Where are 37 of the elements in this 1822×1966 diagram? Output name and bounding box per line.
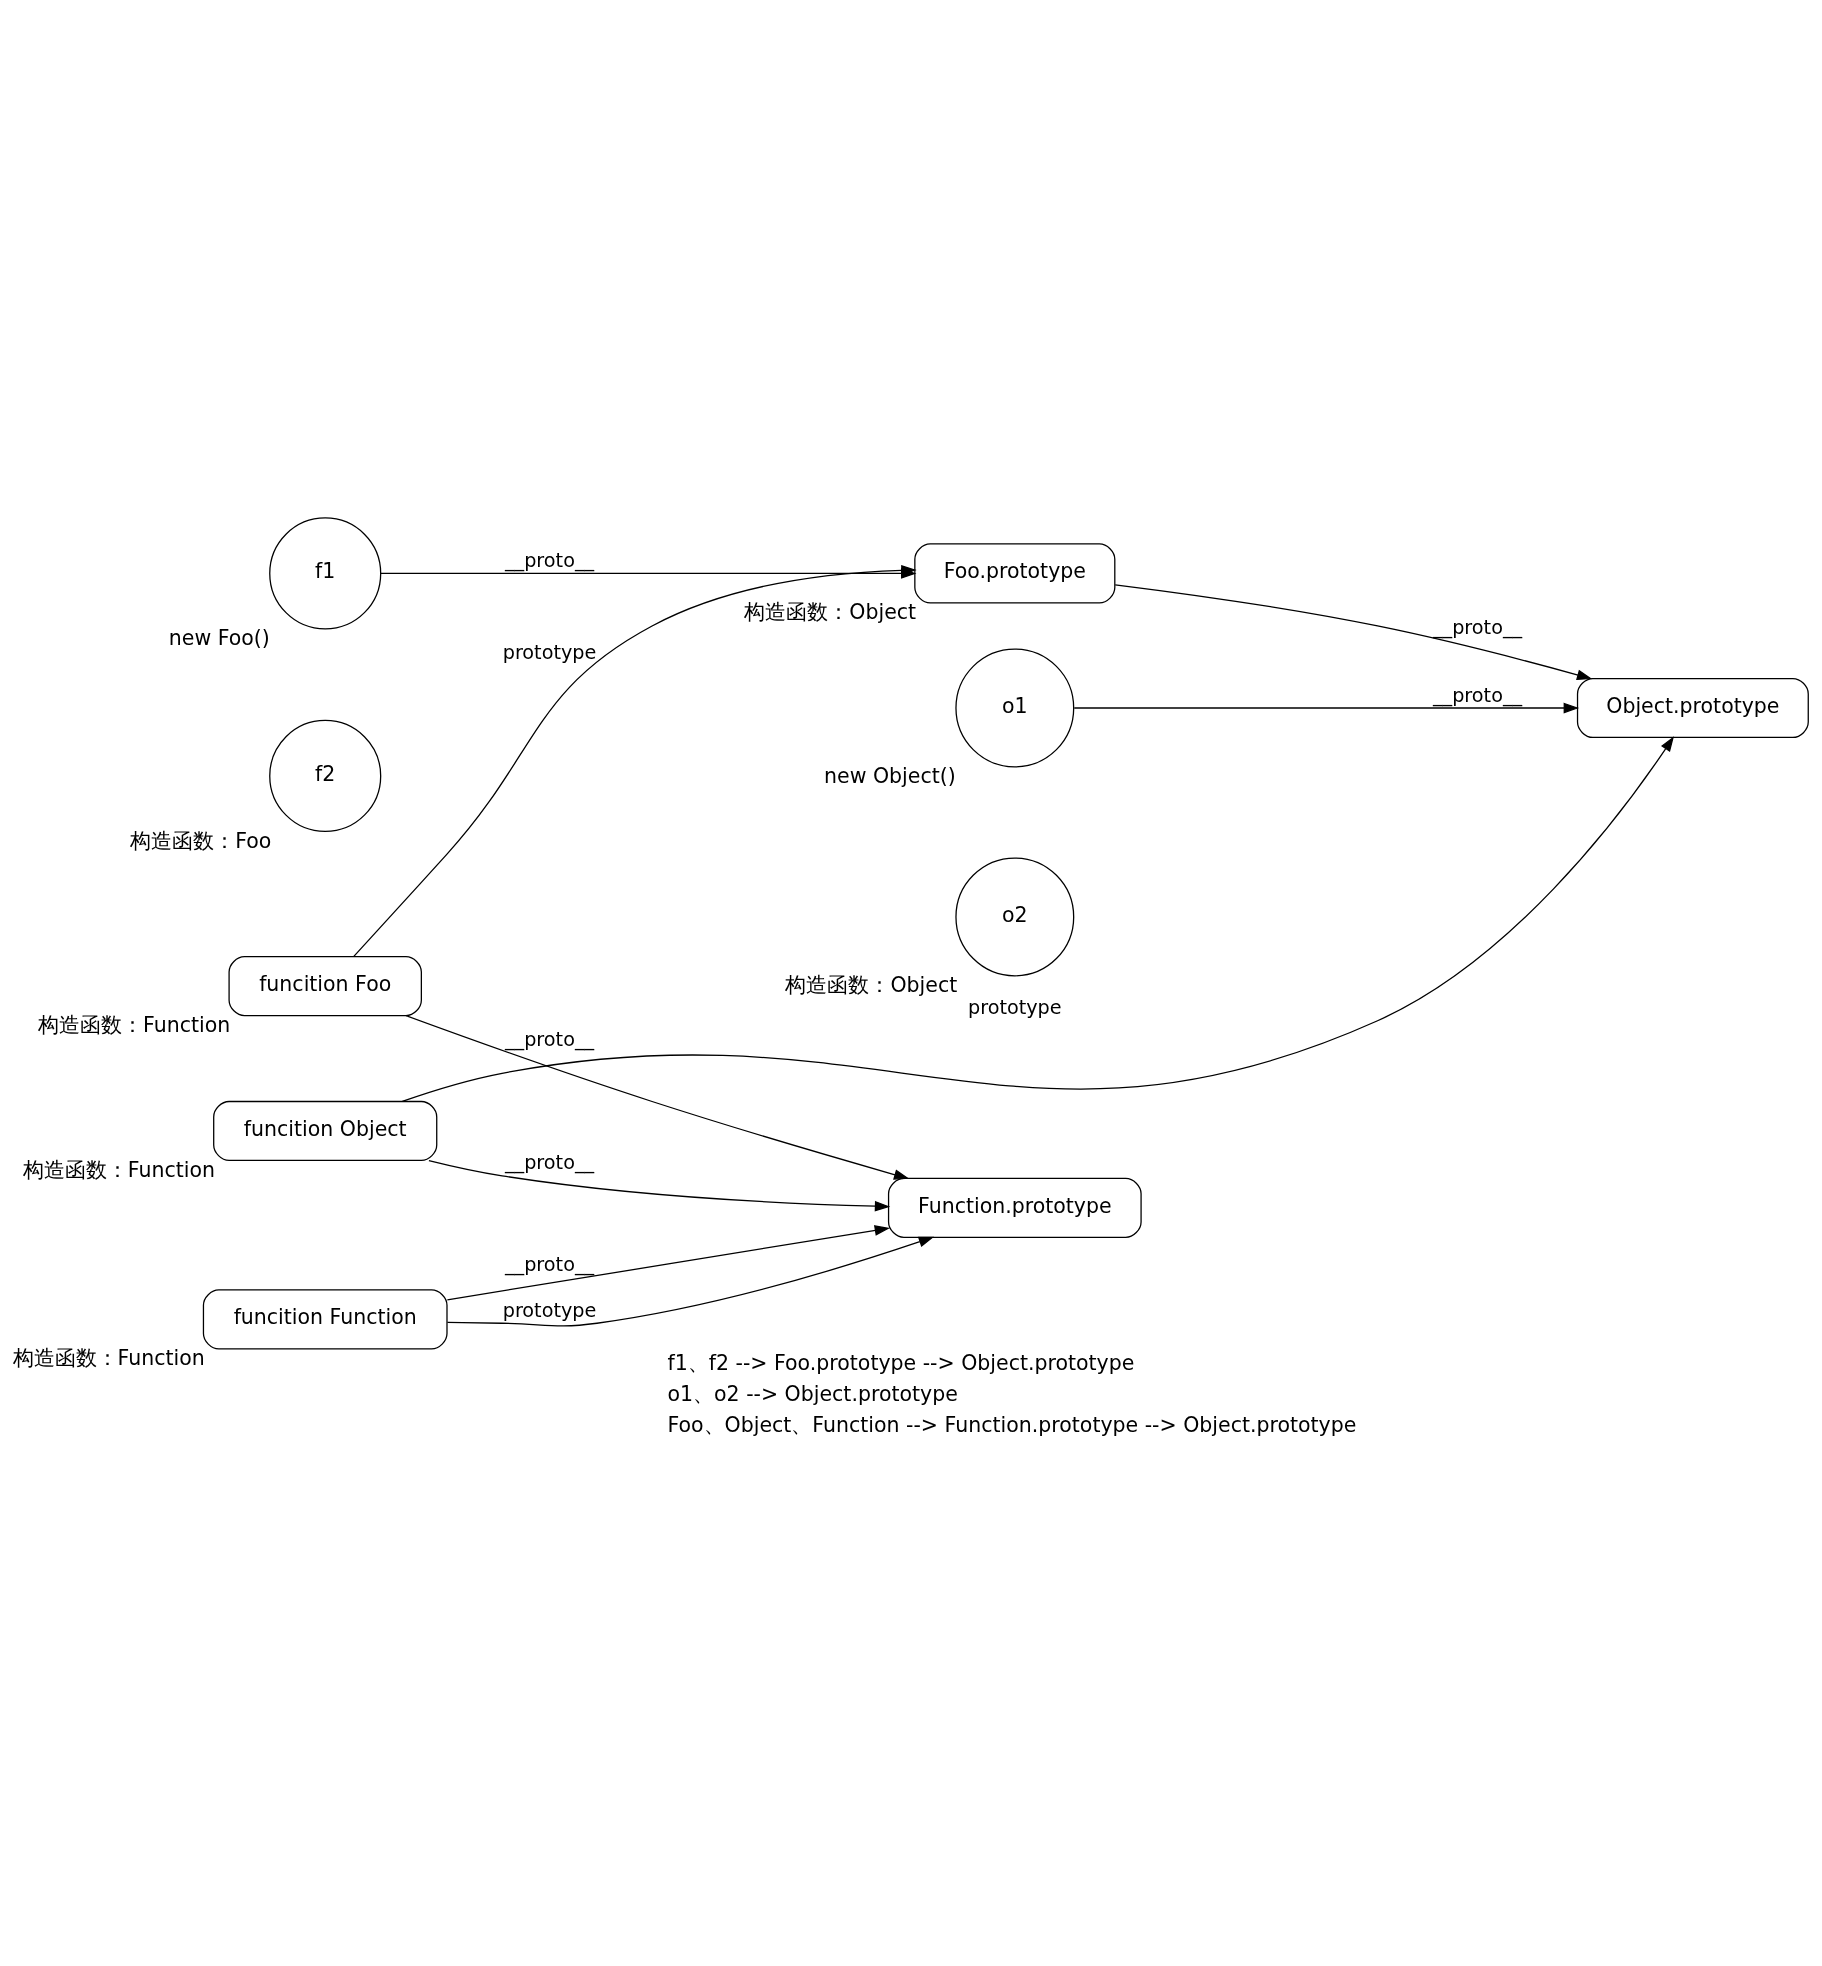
edge-label: __proto__	[1432, 683, 1523, 707]
arrow	[1073, 702, 1579, 713]
label: f1、f2 --> Foo.prototype --> Object.prototype	[667, 1350, 1135, 1375]
node-label: 构造函数：Function	[12, 1345, 205, 1370]
node-circle: f2	[269, 719, 382, 832]
node-label: new Object()	[824, 763, 956, 788]
arrow	[1114, 583, 1593, 680]
edge-label: __proto__	[504, 1027, 595, 1051]
node-label: 构造函数：Function	[38, 1012, 231, 1037]
edge-label: prototype	[967, 995, 1062, 1019]
node-label: 构造函数：Function	[22, 1157, 215, 1182]
node-label: new Foo()	[168, 625, 270, 650]
arrow	[428, 1159, 891, 1212]
node-box: funcition Object	[213, 1100, 438, 1161]
node-box: Foo.prototype	[914, 542, 1116, 604]
edge-label: __proto__	[504, 1150, 595, 1174]
node-circle: f1	[269, 516, 382, 629]
arrow	[446, 1224, 891, 1300]
node-circle: o1	[955, 648, 1075, 767]
edge-label: prototype	[502, 640, 597, 664]
node-label: 构造函数：Foo	[130, 828, 272, 853]
arrow	[405, 1014, 910, 1180]
node-box: Function.prototype	[887, 1177, 1142, 1238]
edge-label: prototype	[502, 1298, 597, 1322]
edge-label: __proto__	[1432, 615, 1523, 639]
node-label: 构造函数：Object	[744, 599, 917, 624]
arrow	[446, 1236, 935, 1327]
arrow	[401, 735, 1674, 1102]
label: Foo、Object、Function --> Function.prototype --> Object.prototype	[667, 1412, 1357, 1437]
node-label: 构造函数：Object	[785, 972, 958, 997]
node-box: Object.prototype	[1576, 677, 1809, 738]
node-box: funcition Function	[202, 1288, 448, 1350]
node-circle: o2	[955, 856, 1075, 976]
node-box: funcition Foo	[228, 955, 422, 1016]
label: o1、o2 --> Object.prototype	[667, 1381, 958, 1406]
edge-label: __proto__	[504, 548, 595, 572]
edge-label: __proto__	[504, 1252, 595, 1276]
